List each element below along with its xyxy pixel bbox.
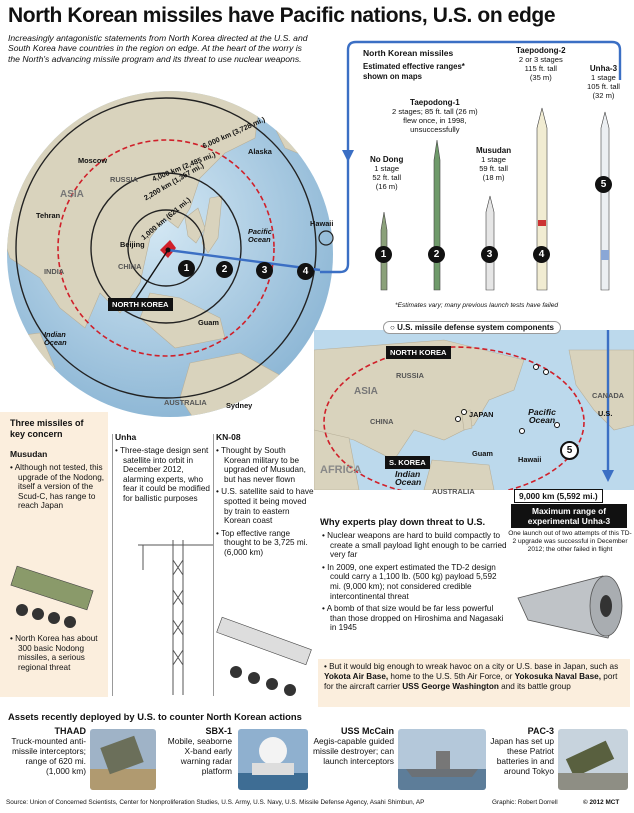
place-label: Sydney: [226, 401, 253, 410]
map-place: U.S.: [598, 409, 613, 418]
range-badge: 1: [178, 260, 195, 277]
place-label: Hawaii: [310, 219, 334, 228]
globe-map: [7, 91, 334, 417]
max-range-note: One launch out of two attempts of this T…: [508, 530, 632, 553]
footer-source: Source: Union of Concerned Scientists, C…: [6, 799, 425, 806]
place-label: RUSSIA: [110, 175, 138, 184]
place-label: CHINA: [118, 262, 142, 271]
musudan-title: Musudan: [10, 449, 48, 459]
bullet: • Although not tested, this upgrade of t…: [10, 463, 105, 511]
divider: [213, 434, 214, 696]
page-title: North Korean missiles have Pacific natio…: [8, 4, 556, 27]
place-label: INDIA: [44, 267, 65, 276]
max-range-title: Maximum range of experimental Unha-3: [511, 504, 627, 528]
place-label: Beijing: [120, 240, 145, 249]
musudan-bullet-2: • North Korea has about 300 basic Nodong…: [10, 634, 98, 672]
nk-label: NORTH KOREA: [386, 346, 451, 359]
place-label: AUSTRALIA: [164, 398, 207, 407]
footer-copyright: © 2012 MCT: [583, 799, 620, 806]
range-badge: 2: [216, 261, 233, 278]
north-korea-label: NORTH KOREA: [108, 298, 173, 311]
concern-header: Three missiles of key concern: [10, 418, 84, 439]
kn08-illustration: [216, 616, 312, 696]
experts-bullets: • Nuclear weapons are hard to build comp…: [322, 531, 507, 636]
mccain-photo: [398, 729, 486, 790]
unha-column: Unha • Three-stage design sent satellite…: [115, 432, 210, 507]
intro-text: Increasingly antagonistic statements fro…: [8, 33, 308, 64]
range-badge: 3: [256, 262, 273, 279]
map-place: Indian Ocean: [395, 469, 422, 487]
divider: [112, 434, 113, 696]
kn08-column: KN-08 • Thought by South Korean military…: [216, 432, 314, 561]
launch-tower-illustration: [138, 540, 213, 695]
footer-credit: Graphic: Robert Dorrell: [492, 799, 558, 806]
bullet: • A bomb of that size would be far less …: [322, 604, 504, 633]
bullet: • Thought by South Korean military to be…: [216, 446, 306, 484]
range-badge: 5: [560, 441, 579, 460]
map-place: RUSSIA: [396, 371, 424, 380]
missiles-header: North Korean missiles: [363, 48, 454, 58]
place-label: ASIA: [60, 189, 84, 200]
missile-badge: 3: [481, 246, 498, 263]
havoc-box: • But it would big enough to wreak havoc…: [318, 659, 630, 707]
map-place: Pacific Ocean: [528, 407, 556, 425]
missile-badge: 2: [428, 246, 445, 263]
connector-line: [320, 40, 622, 274]
world-map: [314, 330, 634, 490]
missile-illustrations: [380, 107, 610, 291]
map-place: Hawaii: [518, 455, 542, 464]
missile-badge: 4: [533, 246, 550, 263]
bullet: • Three-stage design sent satellite into…: [115, 446, 210, 503]
musudan-column: Musudan • Although not tested, this upgr…: [10, 449, 105, 514]
place-label: Guam: [198, 318, 219, 327]
bullet: • U.S. satellite said to have spotted it…: [216, 487, 314, 526]
experts-header: Why experts play down threat to U.S.: [320, 516, 486, 527]
place-label: Moscow: [78, 156, 108, 165]
bullet: • In 2009, one expert estimated the TD-2…: [322, 562, 497, 601]
warhead-illustration: [517, 575, 623, 639]
map-place: AUSTRALIA: [432, 487, 475, 496]
map-place: AFRICA: [320, 464, 362, 476]
map-place: ASIA: [354, 386, 378, 397]
missiles-sub: Estimated effective ranges* shown on map…: [363, 62, 465, 81]
bullet: • Top effective range thought to be 3,72…: [216, 528, 308, 557]
sbx1-photo: [238, 729, 308, 790]
place-label: Tehran: [36, 211, 61, 220]
missile-badge: 5: [595, 176, 612, 193]
place-label: Pacific Ocean: [248, 227, 272, 244]
place-label: Indian Ocean: [44, 330, 67, 347]
kn08-title: KN-08: [216, 432, 241, 442]
missiles-note: *Estimates vary; many previous launch te…: [395, 302, 559, 309]
map-place: CHINA: [370, 417, 394, 426]
bullet: • Nuclear weapons are hard to build comp…: [322, 531, 507, 560]
map-place: Guam: [472, 449, 493, 458]
range-value: 9,000 km (5,592 mi.): [514, 489, 603, 503]
range-badge: 4: [297, 263, 314, 280]
sk-label: S. KOREA: [385, 456, 430, 469]
map-place: CANADA: [592, 391, 625, 400]
concern-panel: [0, 412, 108, 697]
defense-legend: ○ U.S. missile defense system components: [383, 321, 562, 334]
thaad-photo: [90, 729, 156, 790]
assets-header: Assets recently deployed by U.S. to coun…: [8, 711, 302, 722]
unha-title: Unha: [115, 432, 137, 442]
place-label: Alaska: [248, 147, 272, 156]
missile-badge: 1: [375, 246, 392, 263]
launcher-illustration: [10, 565, 94, 628]
map-place: JAPAN: [469, 410, 494, 419]
pac3-photo: [558, 729, 628, 790]
